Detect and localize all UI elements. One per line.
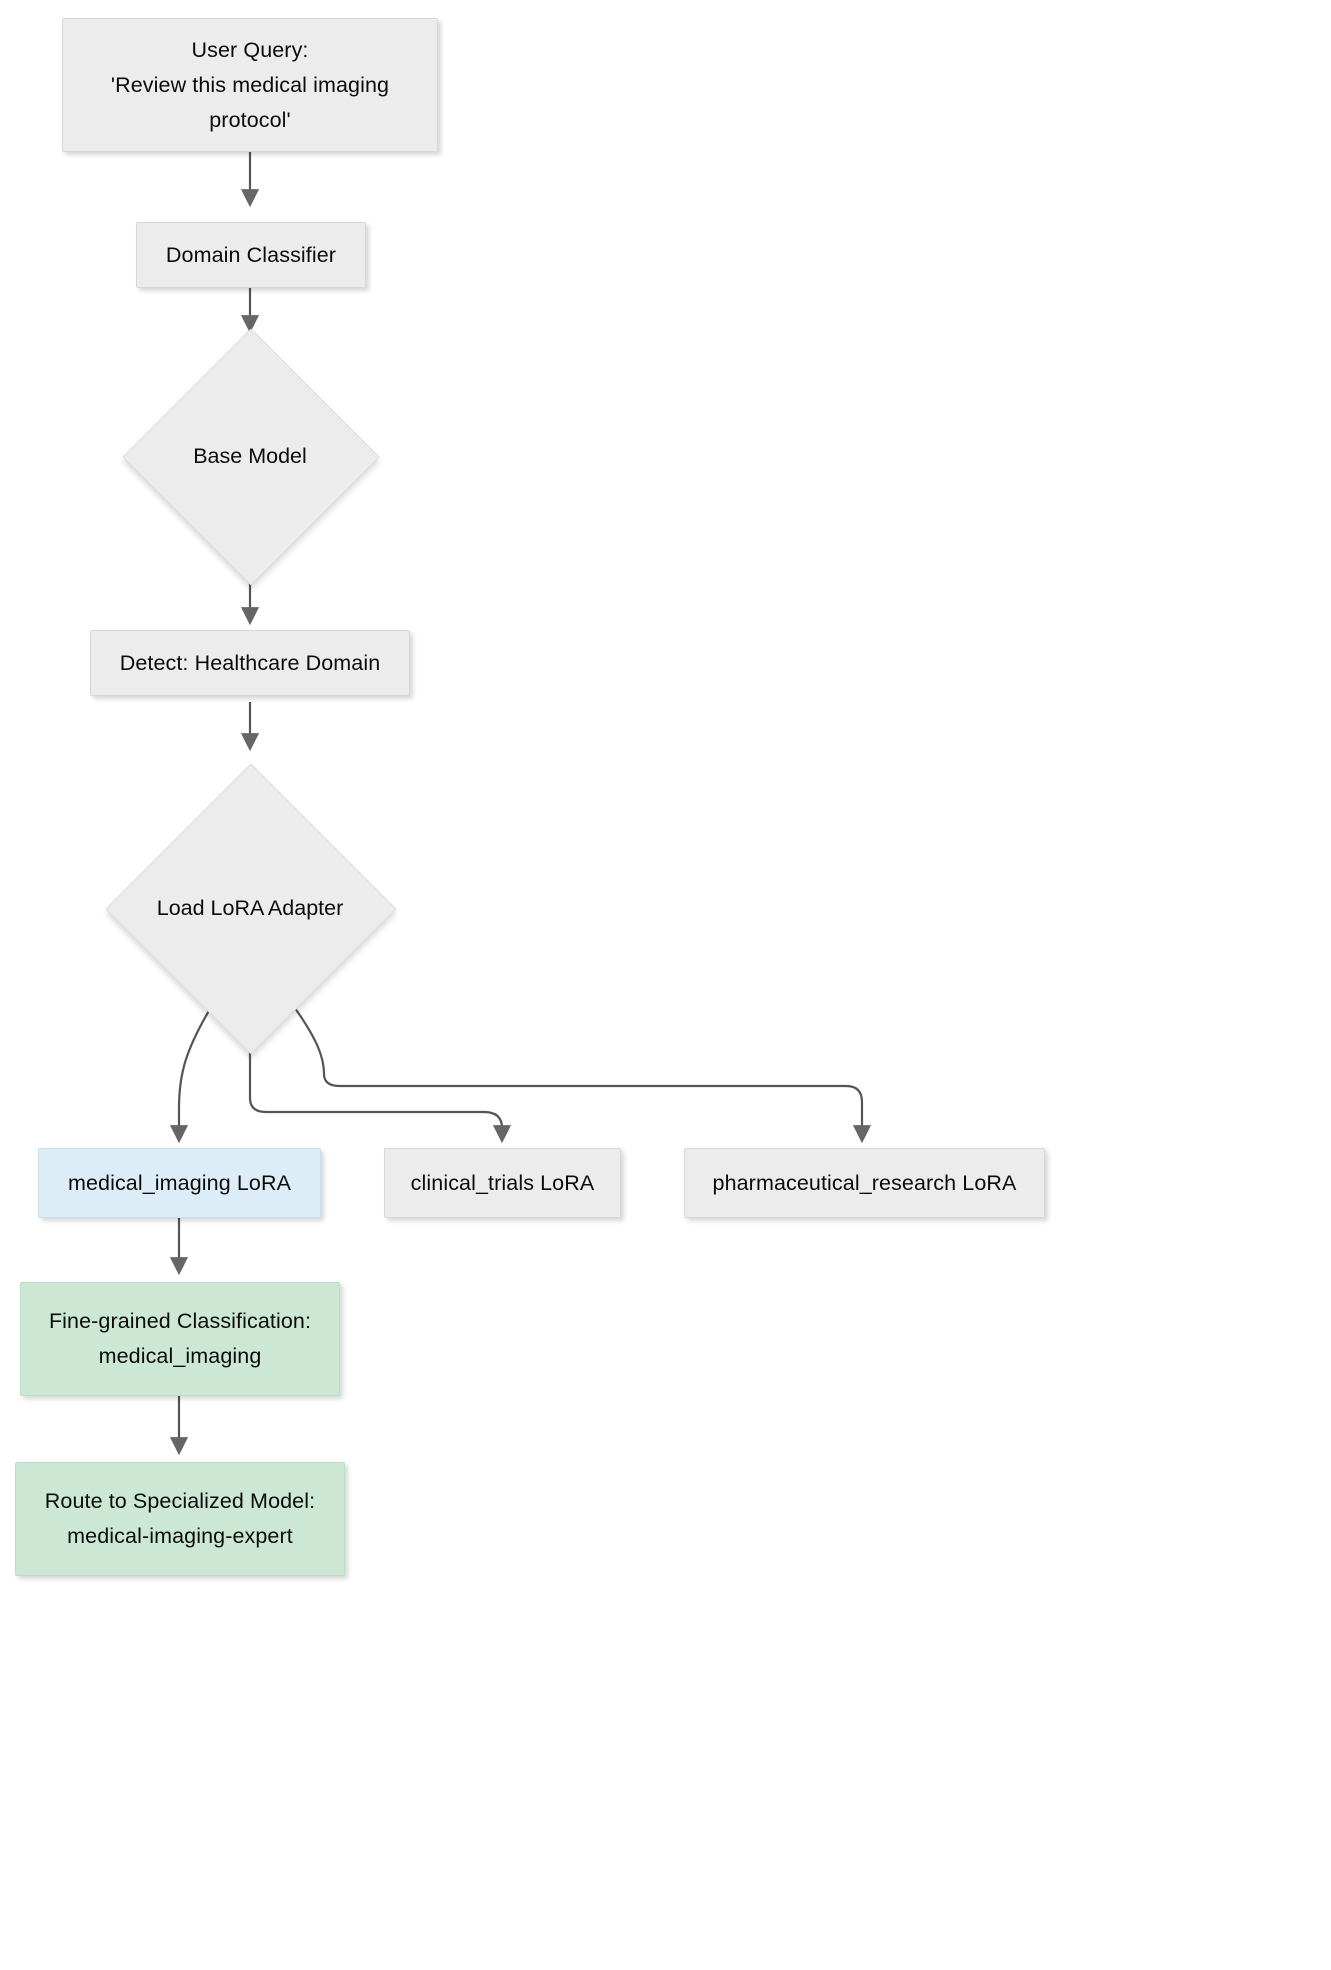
- node-label: Load LoRA Adapter: [156, 896, 344, 920]
- node-base-model[interactable]: Base Model: [122, 328, 380, 586]
- edge-load_lora-lora_imaging: [169, 1003, 214, 1144]
- node-label: medical_imaging LoRA: [67, 1170, 292, 1195]
- node-detect-healthcare-domain[interactable]: Detect: Healthcare Domain: [90, 630, 410, 696]
- edge-load_lora-lora_pharma: [291, 1003, 872, 1144]
- edge-load_lora-lora_trials: [248, 1040, 512, 1144]
- node-label: Route to Specialized Model: medical-imag…: [44, 1489, 316, 1548]
- node-label: pharmaceutical_research LoRA: [712, 1170, 1017, 1195]
- node-user-query[interactable]: User Query: 'Review this medical imaging…: [62, 18, 438, 152]
- node-fine-grained-classification[interactable]: Fine-grained Classification: medical_ima…: [20, 1282, 340, 1396]
- node-domain-classifier[interactable]: Domain Classifier: [136, 222, 366, 288]
- node-load-lora-adapter[interactable]: Load LoRA Adapter: [105, 763, 397, 1055]
- node-medical-imaging-lora[interactable]: medical_imaging LoRA: [38, 1148, 321, 1218]
- node-pharmaceutical-research-lora[interactable]: pharmaceutical_research LoRA: [684, 1148, 1045, 1218]
- node-route-to-specialized-model[interactable]: Route to Specialized Model: medical-imag…: [15, 1462, 345, 1576]
- node-clinical-trials-lora[interactable]: clinical_trials LoRA: [384, 1148, 621, 1218]
- node-label: clinical_trials LoRA: [410, 1170, 595, 1195]
- node-label: User Query: 'Review this medical imaging…: [110, 37, 390, 132]
- node-label: Base Model: [193, 444, 307, 468]
- node-label: Fine-grained Classification: medical_ima…: [48, 1309, 312, 1368]
- node-label: Detect: Healthcare Domain: [119, 650, 381, 675]
- node-label: Domain Classifier: [165, 242, 337, 267]
